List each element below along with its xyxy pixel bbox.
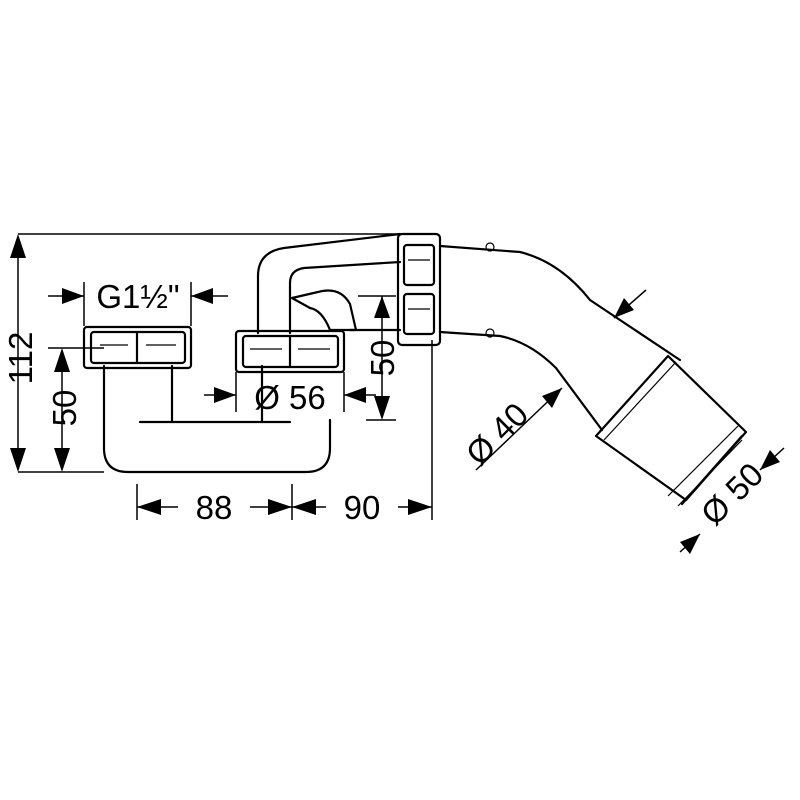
pipe-sleeve [594, 354, 748, 507]
u-trap-body [102, 364, 332, 474]
dim-thread-label: G1½" [96, 278, 179, 315]
dim-40 [475, 289, 647, 471]
bath-siphon-outline [82, 232, 748, 507]
outlet-connector [396, 232, 442, 347]
dim-50-outlet [679, 447, 785, 554]
dim-50-outlet-label: Ø 50 [693, 455, 770, 532]
dim-50-left-label: 50 [46, 390, 83, 427]
dim-50-right-label: 50 [364, 340, 401, 377]
dim-56-label: Ø 56 [254, 379, 326, 416]
dim-50-left [48, 347, 104, 472]
dim-thread [48, 282, 228, 326]
overflow-pipe [256, 232, 402, 335]
dim-90-label: 90 [344, 489, 381, 526]
right-nut [234, 329, 346, 374]
outlet-pipe-lower [438, 330, 604, 432]
dim-40-label: Ø 40 [458, 395, 535, 472]
dim-88-90 [136, 340, 433, 524]
dim-50-right [358, 295, 396, 421]
dim-112-label: 112 [2, 332, 39, 385]
outlet-pipe-upper [438, 244, 682, 362]
dim-112 [10, 233, 400, 473]
dim-88-label: 88 [196, 489, 233, 526]
hook-part [290, 289, 358, 332]
overflow-pipe-inner [288, 260, 402, 335]
dim-56 [204, 372, 376, 412]
